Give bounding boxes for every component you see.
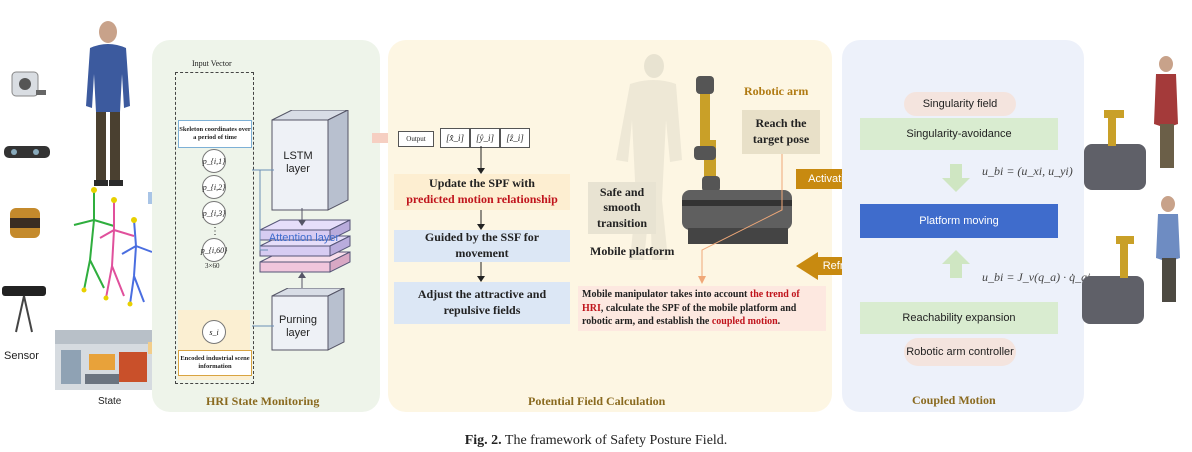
p-node-1: p_{i,1} (202, 149, 226, 173)
adjust-fields-box: Adjust the attractive and repulsive fiel… (394, 282, 570, 324)
output-x-box: [x̂_i] (440, 128, 470, 148)
robotic-arm-label: Robotic arm (744, 84, 808, 99)
mobile-platform-label: Mobile platform (590, 244, 674, 259)
update-spf-text: Update the SPF with (429, 176, 535, 192)
robot-human-scene-top (1084, 56, 1178, 190)
figure-label: Fig. 2. (465, 433, 502, 448)
sensor-label: Sensor (4, 350, 39, 362)
guided-ssf-box: Guided by the SSF for movement (394, 230, 570, 262)
singularity-avoidance-box: Singularity-avoidance (860, 118, 1058, 150)
output-box: Output (398, 131, 434, 147)
figure-caption: Fig. 2. The framework of Safety Posture … (0, 433, 1192, 449)
coupled-motion-images (1078, 44, 1190, 344)
p-node-60: p_{i,60} (202, 238, 226, 262)
input-vector-label: Input Vector (192, 59, 232, 68)
singularity-field-pill: Singularity field (904, 92, 1016, 116)
lstm-attention-arrows (296, 208, 308, 296)
reachability-expansion-box: Reachability expansion (860, 302, 1058, 334)
safe-transition-box: Safe and smooth transition (588, 182, 656, 234)
hri-panel-title: HRI State Monitoring (206, 394, 319, 409)
up-arrow-icon (942, 250, 970, 278)
reach-target-box: Reach the target pose (742, 110, 820, 154)
p-node-ellipsis: ⋮ (210, 226, 220, 237)
dimension-label: 3×60 (205, 262, 219, 270)
robot-human-scene-bottom (1082, 196, 1180, 324)
3d-lidar-icon (10, 208, 40, 238)
lidar-icon (12, 72, 46, 96)
platform-moving-box: Platform moving (860, 204, 1058, 238)
skeleton-image (64, 180, 160, 310)
formula-bottom: u_bi = J_v(q_a) · q̇_ai (982, 270, 1090, 285)
p-node-3: p_{i,3} (202, 201, 226, 225)
s-node: s_i (202, 320, 226, 344)
output-z-box: [ẑ_i] (500, 128, 530, 148)
sensor-icons (2, 60, 52, 360)
hri-connectors (250, 150, 290, 370)
pf-panel-title: Potential Field Calculation (528, 394, 665, 409)
coupled-motion-note: Mobile manipulator takes into account th… (578, 286, 826, 331)
skeleton-coordinates-box: Skeleton coordinates over a period of ti… (178, 120, 252, 148)
robotic-arm-controller-pill: Robotic arm controller (904, 338, 1016, 366)
scene-info-box: Encoded industrial scene information (178, 350, 252, 376)
figure-caption-text: The framework of Safety Posture Field. (505, 433, 727, 448)
human-model-image (80, 16, 136, 192)
cm-panel-title: Coupled Motion (912, 393, 996, 408)
state-label: State (98, 396, 121, 407)
kinect-icon (2, 286, 46, 332)
p-node-2: p_{i,2} (202, 175, 226, 199)
output-y-box: [ŷ_i] (470, 128, 500, 148)
update-spf-box: Update the SPF with predicted motion rel… (394, 174, 570, 210)
formula-top: u_bi = (u_xi, u_yi) (982, 164, 1073, 179)
predicted-motion-text: predicted motion relationship (406, 192, 558, 208)
factory-scene-image (55, 330, 153, 390)
down-arrow-icon (942, 164, 970, 192)
depth-camera-icon (4, 146, 50, 158)
